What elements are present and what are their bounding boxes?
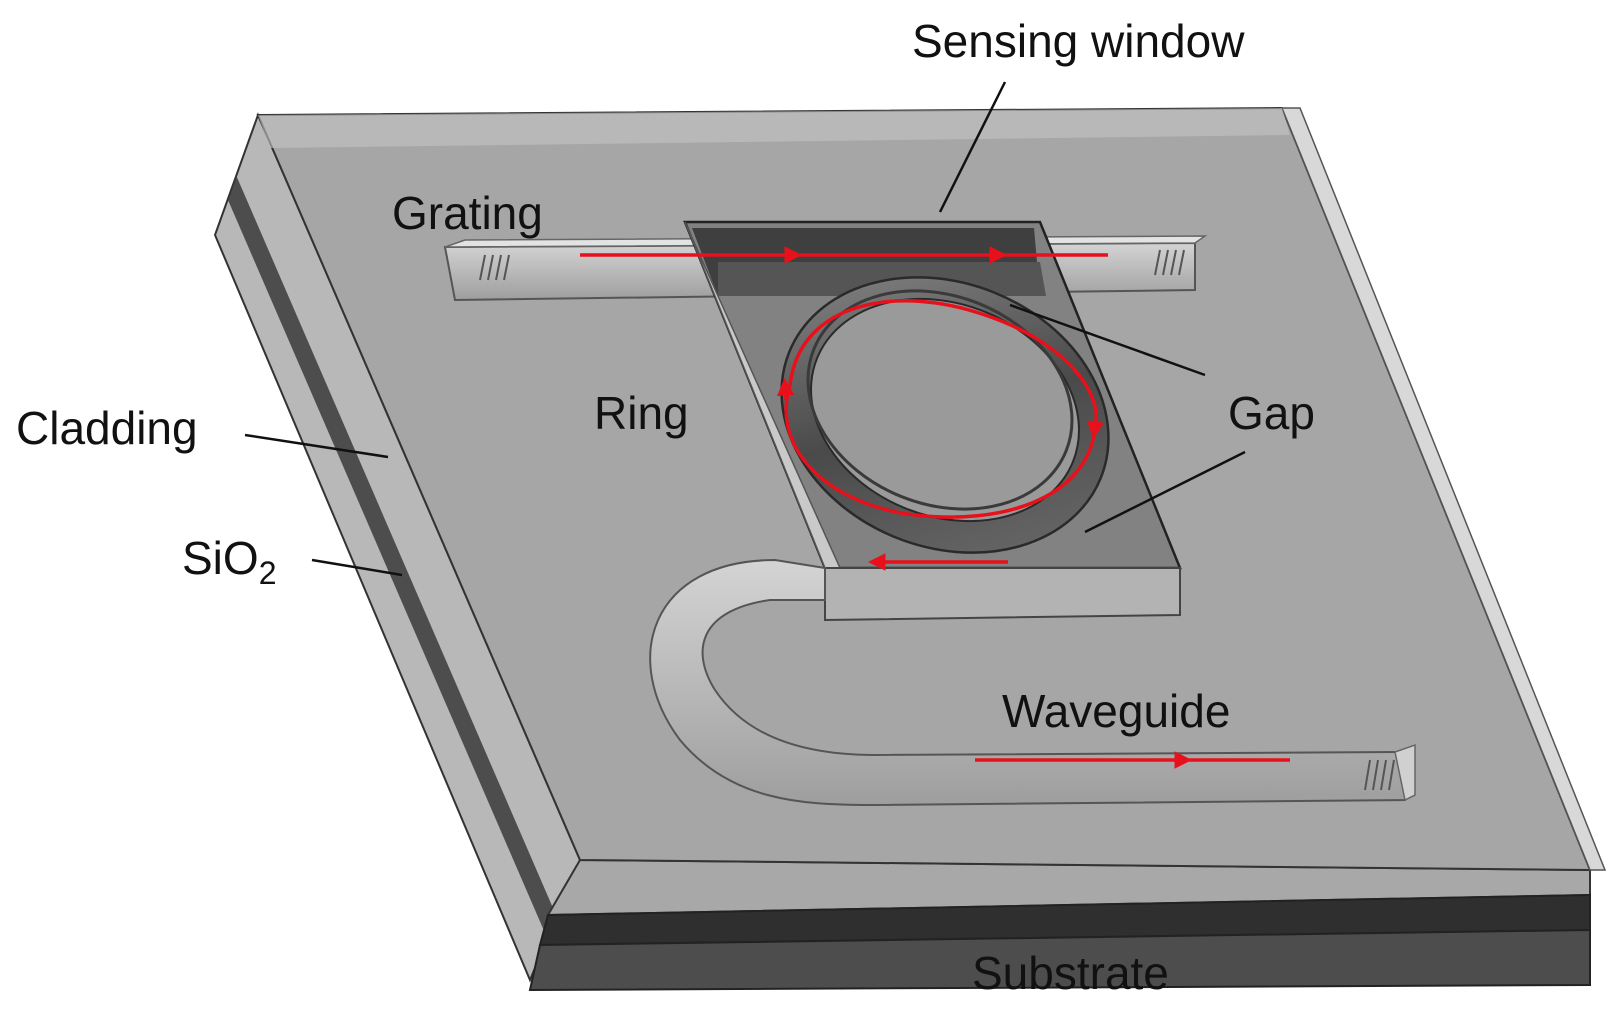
- ring-resonator: [780, 276, 1110, 554]
- label-gap: Gap: [1228, 387, 1315, 439]
- grating-bottom: [1364, 759, 1395, 791]
- light-ring-arrow-right: [1086, 417, 1105, 439]
- cladding-back-rim: [258, 108, 1290, 148]
- leader-lines: [244, 81, 1246, 577]
- window-front-wall: [824, 567, 1181, 622]
- grating-right: [1154, 249, 1185, 276]
- grating-left: [479, 254, 510, 281]
- bottom-waveguide: [649, 558, 1416, 807]
- label-sio2-subscript: 2: [258, 555, 277, 591]
- leader-sensing-window: [938, 81, 1007, 213]
- label-ring: Ring: [594, 387, 689, 439]
- label-sio2: SiO2: [182, 535, 276, 589]
- light-path: [580, 246, 1290, 769]
- substrate-front-face: [528, 928, 1591, 992]
- leader-sio2: [311, 558, 403, 577]
- label-substrate: Substrate: [972, 947, 1169, 999]
- leader-gap-top: [1009, 303, 1206, 377]
- label-grating: Grating: [392, 187, 543, 239]
- cladding-right-rim: [1280, 107, 1607, 871]
- sio2-left-stripe: [228, 175, 556, 940]
- light-ring-arrow-left: [776, 378, 795, 401]
- label-sio2-base: SiO: [182, 532, 259, 584]
- leader-cladding: [244, 433, 389, 459]
- label-sensing-window: Sensing window: [912, 15, 1245, 67]
- leader-gap-bottom: [1084, 450, 1246, 534]
- label-cladding: Cladding: [16, 402, 198, 454]
- label-waveguide: Waveguide: [1002, 685, 1231, 737]
